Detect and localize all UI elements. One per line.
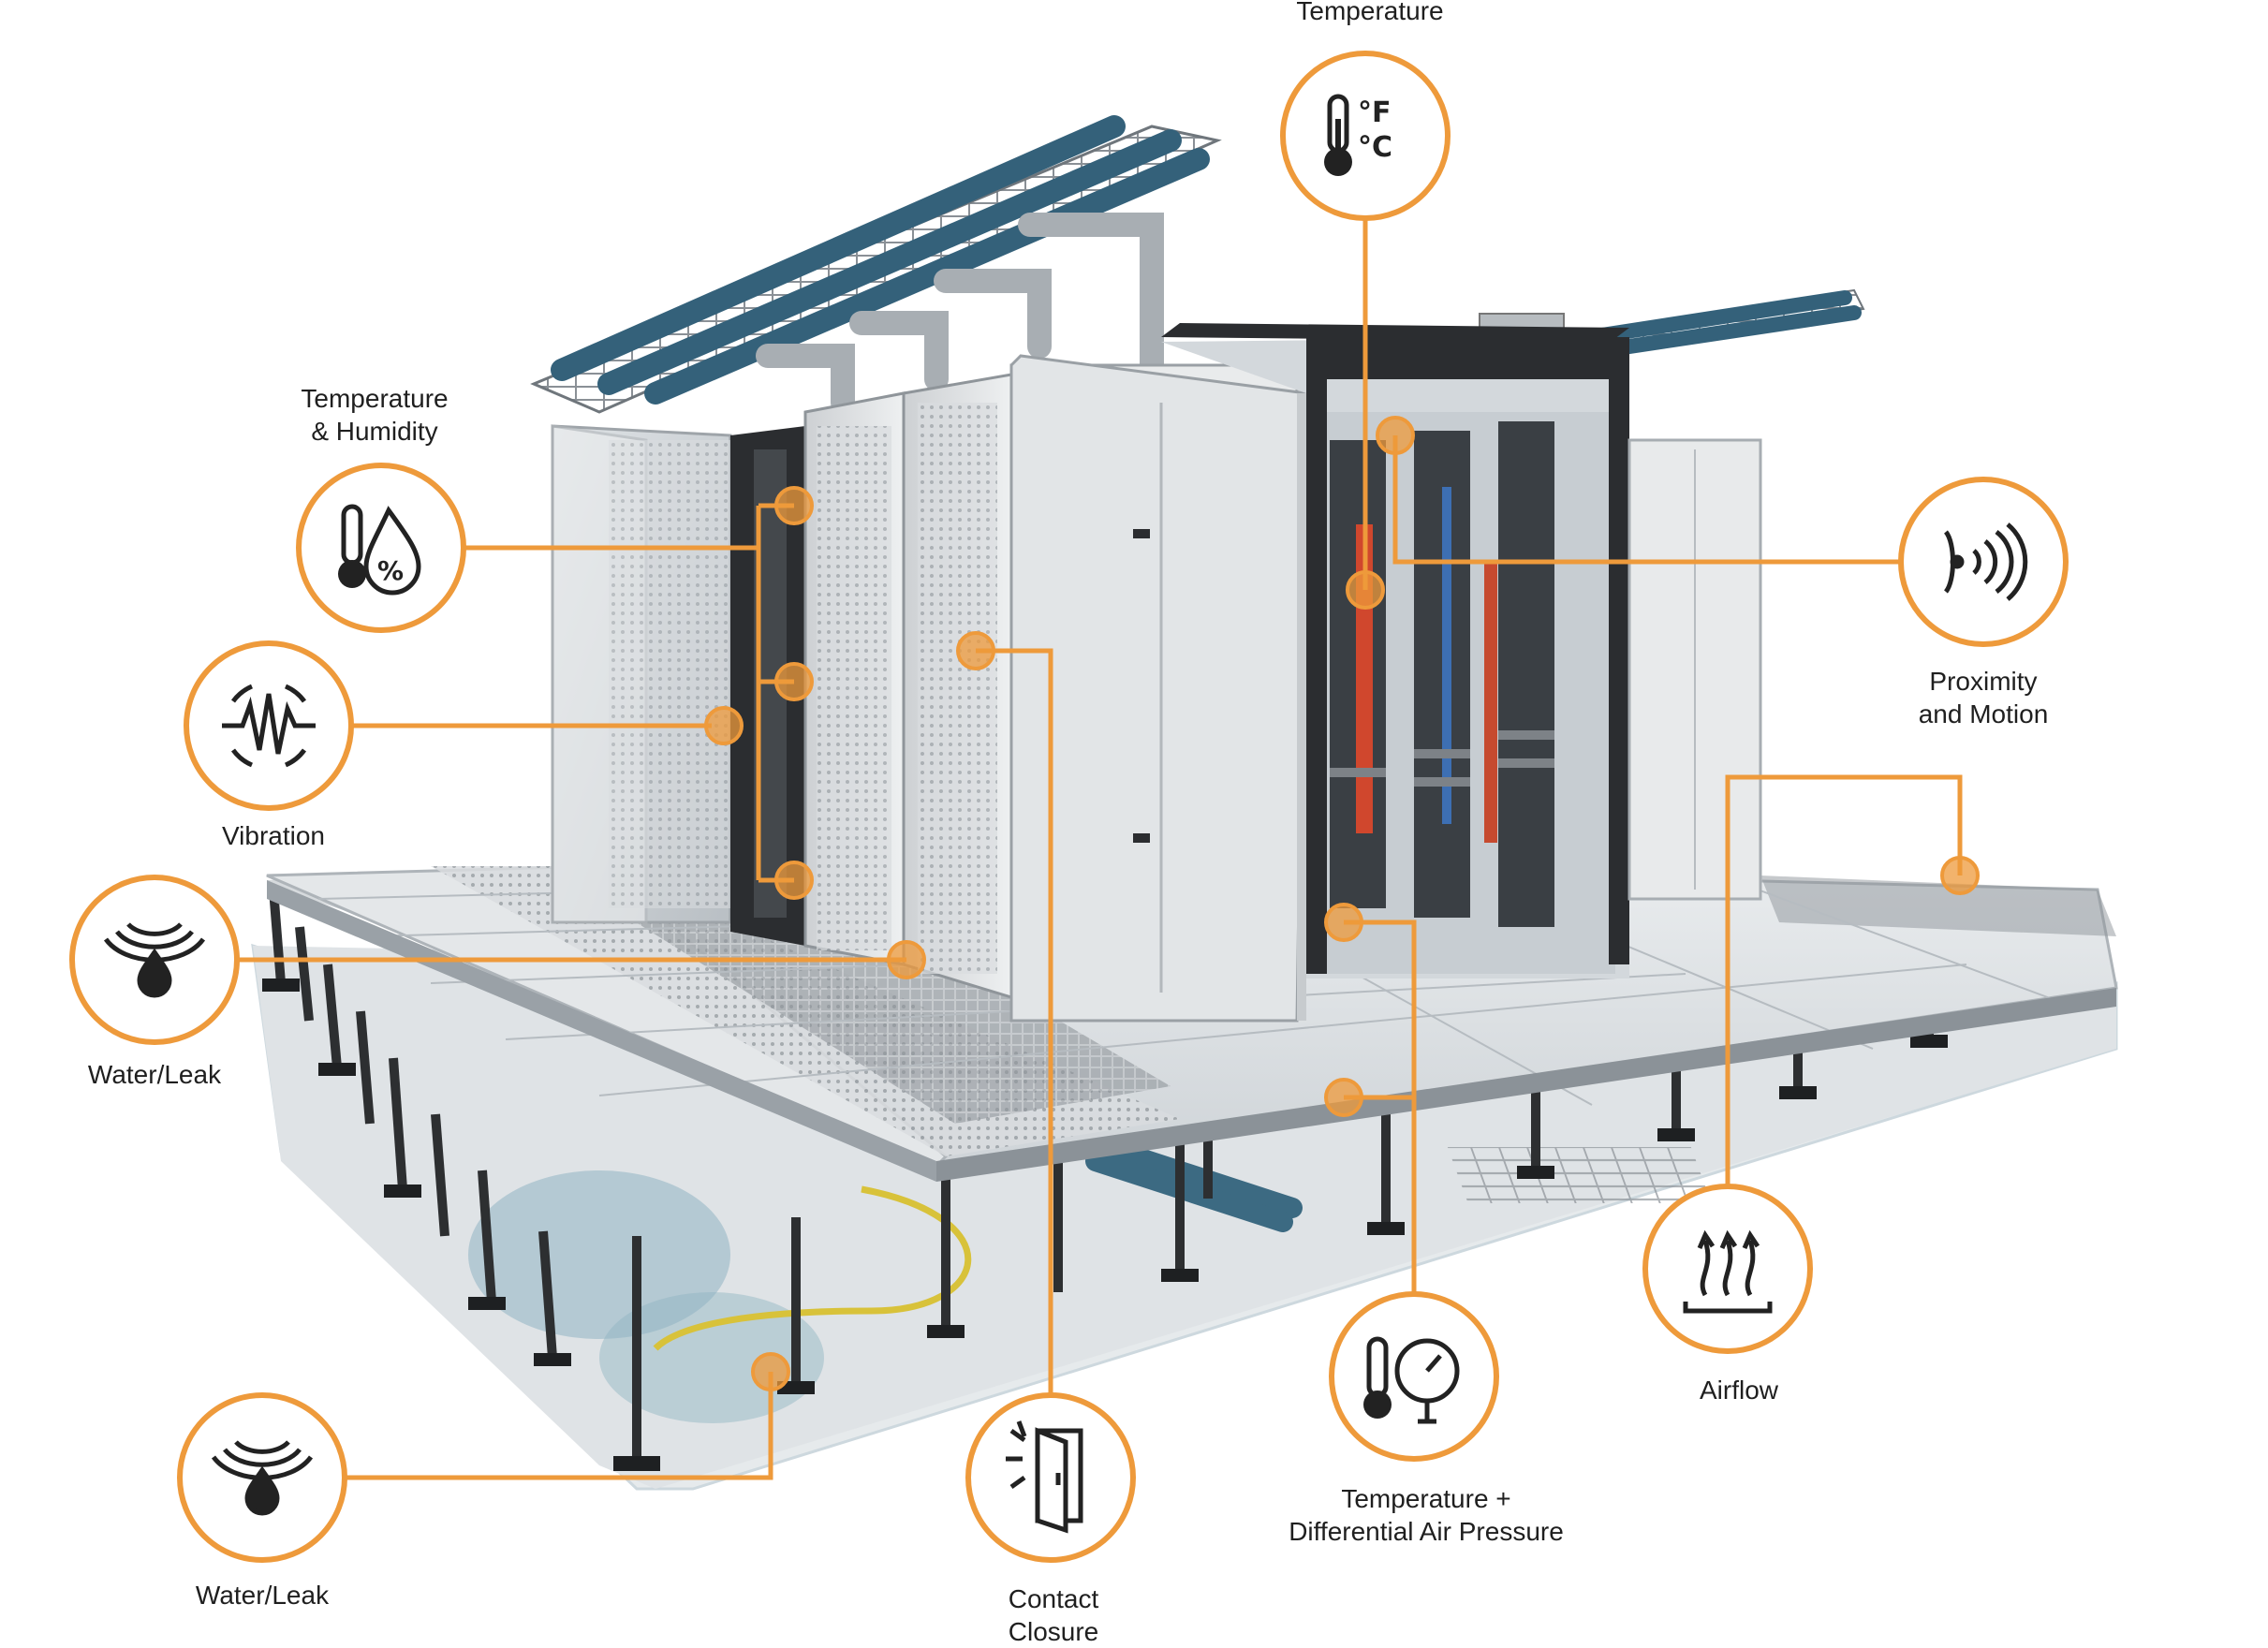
raised-floor [266, 864, 2118, 1182]
proximity-motion-badge [1898, 477, 2069, 647]
water-leak-icon [103, 922, 206, 998]
thermometer-humidity-icon: % [338, 504, 421, 596]
temperature-top-label: Temperature [1296, 0, 1444, 25]
vibration-icon [222, 684, 316, 768]
airflow-icon [1683, 1229, 1773, 1314]
sensor-point [887, 940, 926, 979]
svg-text:°F: °F [1358, 96, 1392, 129]
water-leak-lower-label: Water/Leak [195, 1581, 330, 1610]
sensor-point [774, 486, 814, 525]
sensor-points [704, 416, 1980, 1391]
aisle-containment [1161, 323, 1762, 978]
water-leak-upper-label: Water/Leak [87, 1060, 222, 1089]
svg-text:%: % [377, 555, 404, 586]
temperature-humidity-badge [296, 463, 466, 633]
thermometer-pressure-gauge-icon [1363, 1336, 1460, 1424]
airflow-label: Airflow [1699, 1376, 1779, 1405]
pedestal-feet [262, 978, 1948, 1471]
svg-text:°C: °C [1358, 131, 1392, 164]
door-contact-icon [1006, 1420, 1083, 1534]
water-leak-icon [211, 1440, 314, 1516]
temperature-humidity-label: Temperature& Humidity [301, 384, 449, 446]
sensor-point [1324, 903, 1363, 942]
sensor-point [774, 861, 814, 900]
sensor-point [1376, 416, 1415, 455]
sensor-point [774, 662, 814, 701]
sensor-point [1940, 856, 1980, 895]
sensor-point [956, 631, 995, 670]
thermometer-fahrenheit-celsius-icon: °F °C [1324, 94, 1392, 176]
vibration-label: Vibration [221, 821, 326, 850]
sensor-connectors [239, 208, 1963, 1480]
sensor-point [1346, 570, 1385, 610]
vibration-badge [184, 640, 354, 811]
proximity-motion-icon [1943, 522, 2028, 601]
temperature-air-pressure-label: Temperature +Differential Air Pressure [1289, 1484, 1564, 1546]
sensor-point [1324, 1078, 1363, 1117]
temperature-air-pressure-badge [1329, 1291, 1499, 1462]
temperature-top-badge [1280, 51, 1451, 221]
sensor-point [751, 1352, 790, 1391]
server-cabinet-row [551, 354, 1308, 1023]
sensor-point [704, 706, 744, 745]
